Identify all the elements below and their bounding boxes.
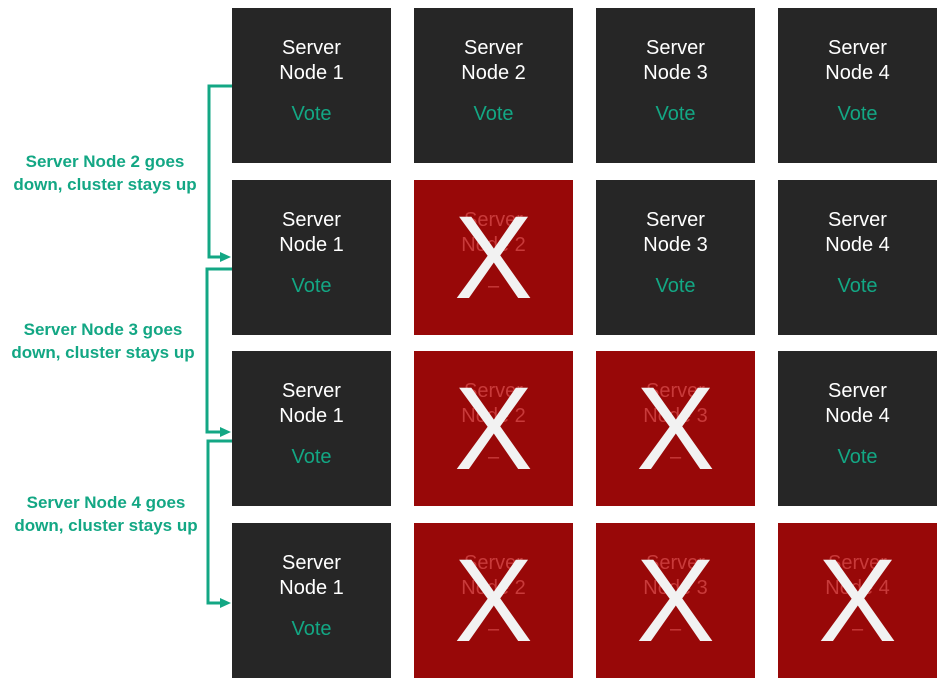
vote-label: Vote: [291, 618, 332, 640]
node-label-line1: Server: [464, 552, 523, 574]
node-label-line1: Server: [282, 380, 341, 402]
node-label-line2: Node 4: [825, 405, 890, 427]
node-r4-c2: Server Node 2 – X: [414, 523, 573, 678]
failed-x-icon: X: [636, 534, 715, 667]
node-label-line1: Server: [464, 380, 523, 402]
vote-label: –: [669, 618, 682, 640]
node-label-line2: Node 4: [825, 577, 890, 599]
failed-x-icon: X: [636, 362, 715, 495]
vote-label: Vote: [473, 103, 514, 125]
caption-line2: down, cluster stays up: [13, 175, 197, 194]
arrowhead-icon: [220, 427, 231, 437]
node-r1-c4: Server Node 4 Vote: [778, 8, 937, 163]
node-r3-c1: Server Node 1 Vote: [232, 351, 391, 506]
arrowhead-icon: [220, 252, 231, 262]
node-label-line1: Server: [828, 380, 887, 402]
node-r1-c1: Server Node 1 Vote: [232, 8, 391, 163]
node-label-line2: Node 1: [279, 62, 344, 84]
node-label-line2: Node 2: [461, 234, 526, 256]
node-label-line1: Server: [828, 37, 887, 59]
bracket-connector: [206, 439, 232, 605]
node-label-line1: Server: [464, 37, 523, 59]
node-r4-c1: Server Node 1 Vote: [232, 523, 391, 678]
node-label-line2: Node 1: [279, 234, 344, 256]
vote-label: Vote: [291, 275, 332, 297]
caption-line1: Server Node 3 goes: [23, 320, 183, 339]
bracket-connector: [205, 267, 232, 434]
arrowhead-icon: [220, 598, 231, 608]
caption-line1: Server Node 4 goes: [26, 493, 186, 512]
vote-label: –: [487, 618, 500, 640]
node-label-line2: Node 4: [825, 62, 890, 84]
node-label-line2: Node 4: [825, 234, 890, 256]
transition-caption: Server Node 2 goes down, cluster stays u…: [0, 150, 210, 196]
node-r2-c1: Server Node 1 Vote: [232, 180, 391, 335]
bracket-connector: [207, 84, 232, 259]
node-label-line1: Server: [646, 209, 705, 231]
node-label-line1: Server: [282, 552, 341, 574]
node-label-line1: Server: [646, 37, 705, 59]
node-label-line2: Node 2: [461, 405, 526, 427]
node-label-line1: Server: [282, 37, 341, 59]
transition-caption: Server Node 3 goes down, cluster stays u…: [0, 318, 208, 364]
node-r2-c3: Server Node 3 Vote: [596, 180, 755, 335]
transition-caption: Server Node 4 goes down, cluster stays u…: [1, 491, 211, 537]
failed-x-icon: X: [454, 362, 533, 495]
node-r4-c3: Server Node 3 – X: [596, 523, 755, 678]
caption-line1: Server Node 2 goes: [25, 152, 185, 171]
node-r1-c2: Server Node 2 Vote: [414, 8, 573, 163]
vote-label: Vote: [837, 103, 878, 125]
caption-line2: down, cluster stays up: [14, 516, 198, 535]
node-label-line1: Server: [828, 209, 887, 231]
vote-label: Vote: [655, 103, 696, 125]
vote-label: Vote: [291, 446, 332, 468]
node-label-line1: Server: [646, 552, 705, 574]
node-label-line1: Server: [646, 380, 705, 402]
caption-line2: down, cluster stays up: [11, 343, 195, 362]
node-label-line2: Node 3: [643, 234, 708, 256]
vote-label: –: [487, 275, 500, 297]
vote-label: Vote: [291, 103, 332, 125]
vote-label: –: [487, 446, 500, 468]
vote-label: Vote: [837, 275, 878, 297]
node-label-line1: Server: [828, 552, 887, 574]
failed-x-icon: X: [454, 191, 533, 324]
node-label-line2: Node 3: [643, 405, 708, 427]
failed-x-icon: X: [818, 534, 897, 667]
vote-label: –: [851, 618, 864, 640]
node-label-line1: Server: [464, 209, 523, 231]
failed-x-icon: X: [454, 534, 533, 667]
node-r3-c3: Server Node 3 – X: [596, 351, 755, 506]
node-label-line2: Node 2: [461, 62, 526, 84]
node-label-line2: Node 1: [279, 405, 344, 427]
node-r1-c3: Server Node 3 Vote: [596, 8, 755, 163]
node-r4-c4: Server Node 4 – X: [778, 523, 937, 678]
node-label-line1: Server: [282, 209, 341, 231]
node-label-line2: Node 2: [461, 577, 526, 599]
node-r2-c4: Server Node 4 Vote: [778, 180, 937, 335]
node-label-line2: Node 1: [279, 577, 344, 599]
vote-label: Vote: [837, 446, 878, 468]
node-label-line2: Node 3: [643, 62, 708, 84]
node-label-line2: Node 3: [643, 577, 708, 599]
vote-label: Vote: [655, 275, 696, 297]
node-r3-c4: Server Node 4 Vote: [778, 351, 937, 506]
node-r2-c2: Server Node 2 – X: [414, 180, 573, 335]
vote-label: –: [669, 446, 682, 468]
node-r3-c2: Server Node 2 – X: [414, 351, 573, 506]
